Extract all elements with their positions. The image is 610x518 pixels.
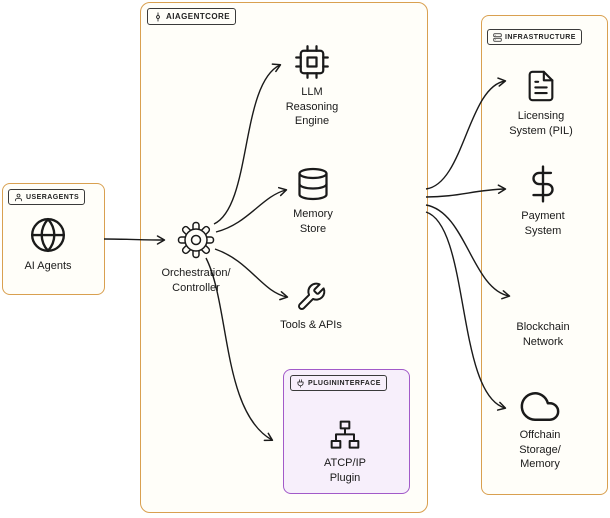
- cloud-icon: [520, 392, 560, 421]
- wrench-icon: [298, 282, 326, 310]
- node-atcp-ip-plugin: ATCP/IP Plugin: [303, 419, 387, 485]
- group-label-text: PLUGININTERFACE: [308, 379, 381, 387]
- group-label-text: INFRASTRUCTURE: [505, 33, 576, 41]
- node-label: Payment System: [521, 210, 565, 237]
- database-icon: [298, 167, 328, 201]
- group-label-plugin-interface: PLUGININTERFACE: [290, 375, 387, 391]
- node-label: AI Agents: [24, 260, 72, 272]
- document-icon: [528, 70, 554, 102]
- sitemap-icon: [330, 420, 360, 449]
- node-llm-reasoning-engine: LLM Reasoning Engine: [270, 44, 354, 129]
- node-label: Offchain Storage/ Memory: [519, 429, 561, 470]
- group-label-ai-agent-core: AIAGENTCORE: [147, 8, 237, 25]
- group-label-text: AIAGENTCORE: [166, 11, 231, 21]
- commit-icon: [156, 11, 160, 22]
- node-label: ATCP/IP Plugin: [324, 457, 366, 484]
- group-label-infrastructure: INFRASTRUCTURE: [487, 29, 582, 45]
- plug-icon: [297, 378, 304, 388]
- node-label: Blockchain Network: [516, 321, 570, 348]
- node-label: Memory Store: [293, 208, 333, 235]
- node-label: LLM Reasoning Engine: [285, 86, 339, 127]
- gear-icon: [177, 221, 215, 259]
- node-orchestration-controller: Orchestration/ Controller: [148, 219, 244, 295]
- node-blockchain-network: Blockchain Network: [501, 320, 585, 349]
- globe-icon: [30, 217, 66, 253]
- group-label-text: USERAGENTS: [26, 193, 80, 201]
- node-payment-system: Payment System: [501, 164, 585, 238]
- node-tools-apis: Tools & APIs: [269, 281, 353, 333]
- node-label: Tools & APIs: [280, 319, 342, 331]
- node-licensing-system: Licensing System (PIL): [489, 68, 593, 138]
- node-ai-agents: AI Agents: [6, 216, 90, 274]
- cpu-icon: [295, 45, 329, 79]
- node-label: Licensing System (PIL): [509, 110, 573, 137]
- server-icon: [493, 32, 502, 42]
- group-label-user-agents: USERAGENTS: [8, 189, 86, 205]
- dollar-icon: [532, 165, 554, 203]
- node-label: Orchestration/ Controller: [161, 267, 231, 294]
- node-memory-store: Memory Store: [271, 166, 355, 236]
- node-offchain-storage: Offchain Storage/ Memory: [498, 390, 582, 472]
- user-icon: [15, 193, 22, 201]
